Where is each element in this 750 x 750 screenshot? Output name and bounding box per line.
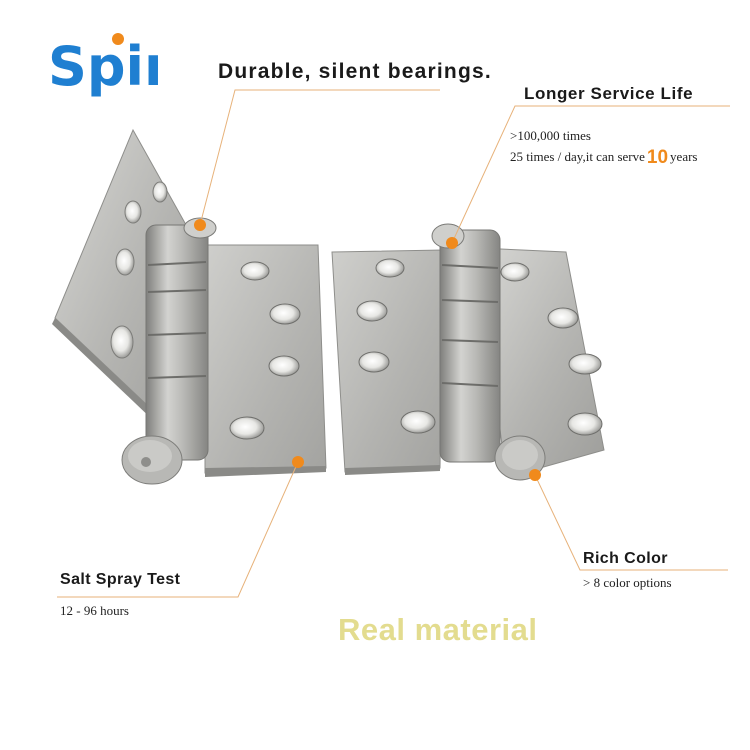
rich-color-title: Rich Color (583, 550, 668, 567)
logo-dot-icon (112, 33, 124, 45)
bearings-title: Durable, silent bearings. (218, 60, 492, 83)
service-dot-icon (446, 237, 458, 249)
bearing-dot-icon (194, 219, 206, 231)
service-life-title: Longer Service Life (524, 84, 694, 103)
service-life-prefix: 25 times / day,it can serve (510, 149, 645, 164)
color-dot-icon (529, 469, 541, 481)
salt-spray-detail: 12 - 96 hours (60, 603, 129, 618)
service-life-suffix: years (670, 149, 698, 164)
left-hinge (52, 128, 327, 485)
salt-spray-title: Salt Spray Test (60, 571, 181, 588)
tagline: Real material (338, 612, 538, 647)
callout-leaders (57, 89, 730, 598)
logo-text: Spin (48, 35, 158, 98)
service-life-number: 10 (646, 147, 669, 168)
salt-dot-icon (292, 456, 304, 468)
rich-color-detail: > 8 color options (583, 575, 672, 590)
right-hinge (331, 223, 605, 481)
spin-logo: Spin (48, 33, 158, 98)
service-life-cycles: >100,000 times (510, 128, 591, 143)
